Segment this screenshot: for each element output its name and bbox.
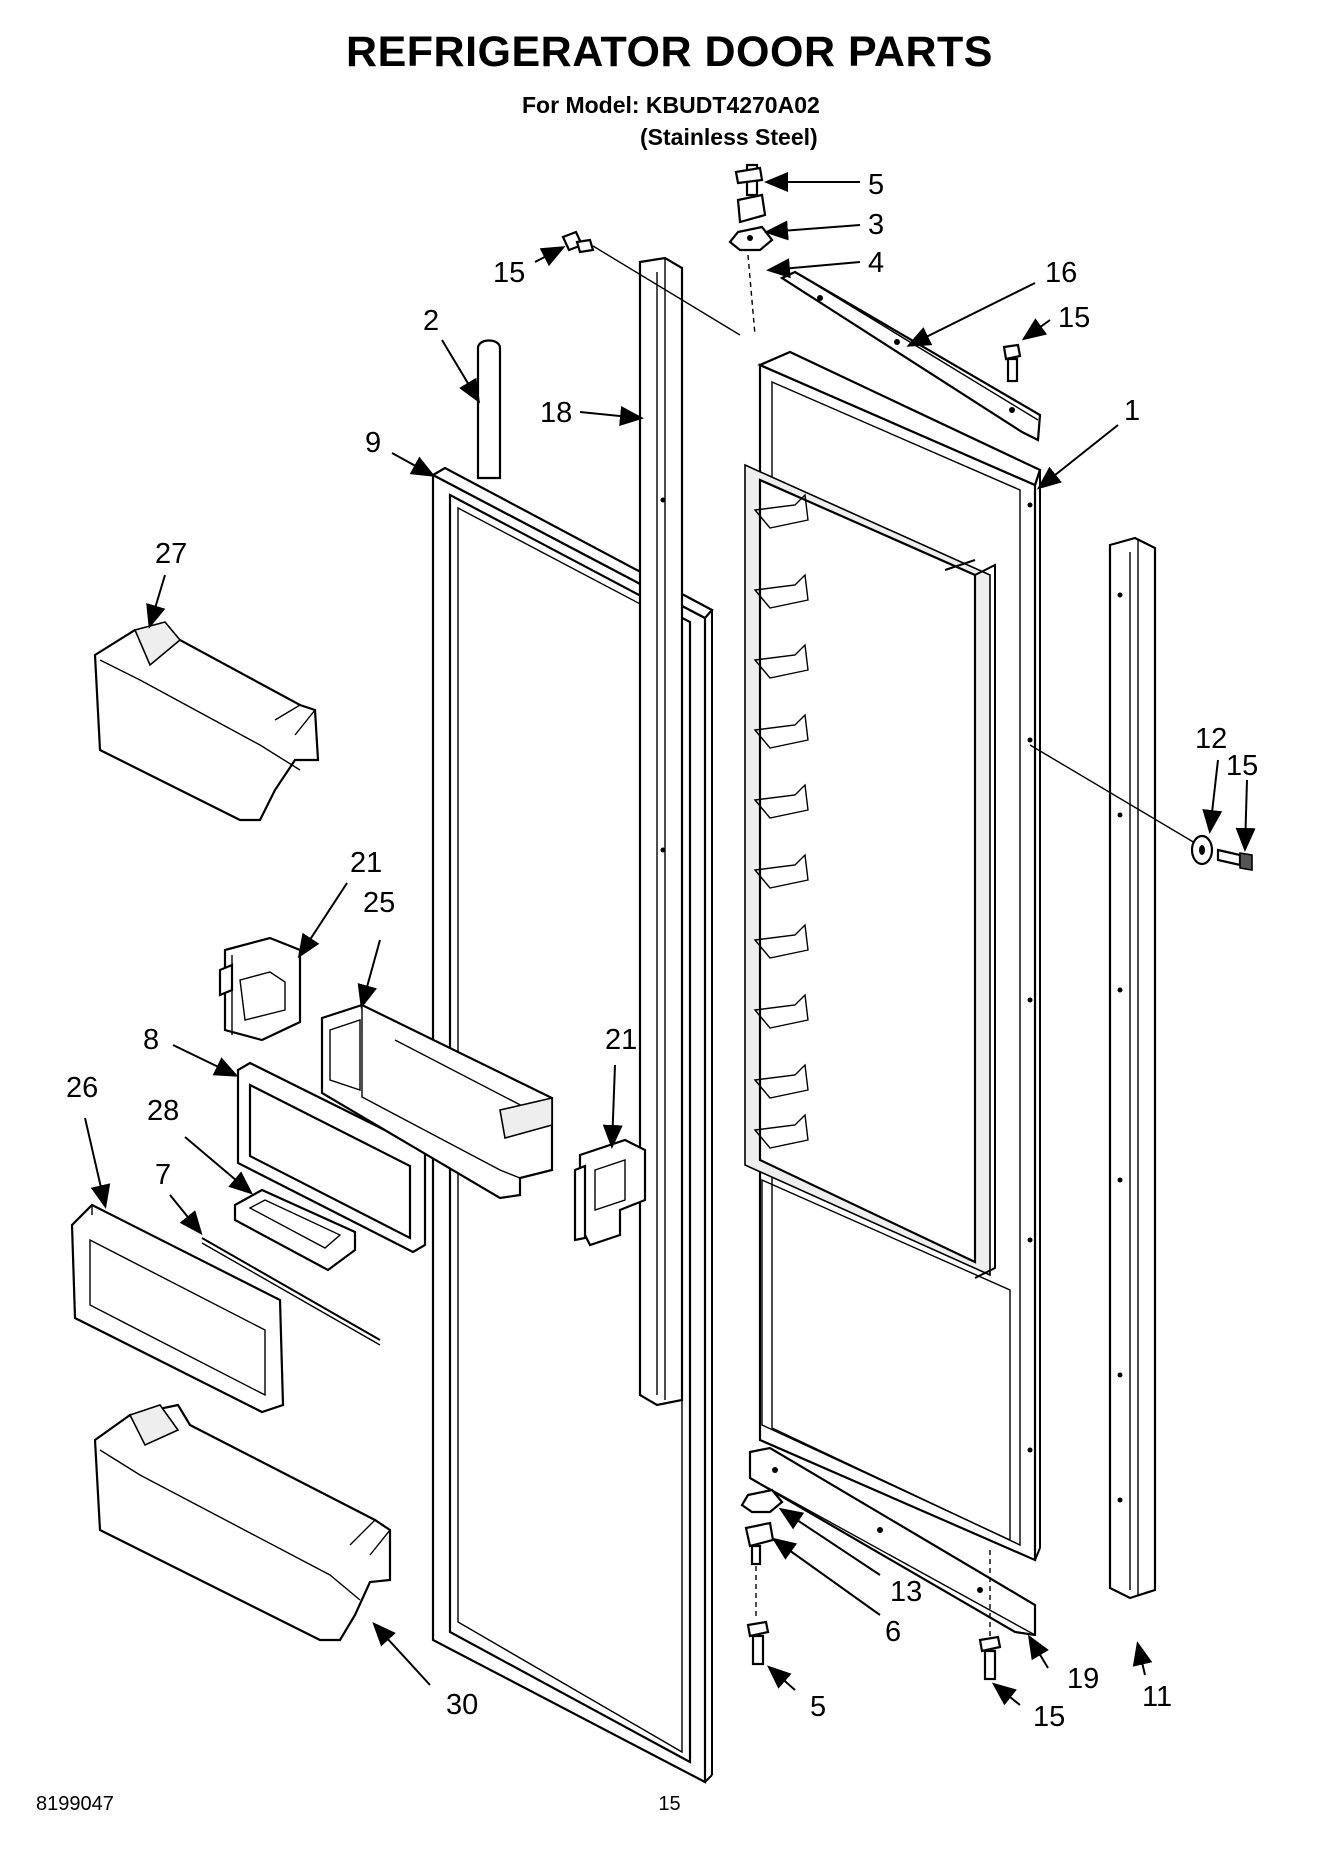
leader-lines [84, 172, 1256, 1706]
callout-1: 1 [1124, 395, 1140, 427]
document-number: 8199047 [36, 1793, 114, 1815]
rod-part [476, 339, 502, 480]
door-bin-27 [93, 621, 320, 822]
callout-5-bottom: 5 [810, 1691, 826, 1723]
bracket-21-mid [573, 1138, 647, 1247]
callout-6: 6 [885, 1616, 901, 1648]
callout-19: 19 [1067, 1663, 1099, 1695]
callout-labels: 5 3 4 15 16 15 2 18 1 9 27 12 15 21 25 8… [66, 169, 1258, 1733]
top-hinge-part [728, 163, 774, 336]
door-bin-30 [93, 1403, 392, 1642]
callout-16: 16 [1045, 257, 1077, 289]
door-gasket-part [430, 466, 714, 1784]
door-liner-part [744, 350, 1042, 1562]
callout-25: 25 [363, 887, 395, 919]
washer-part [1029, 744, 1253, 871]
screw-part [561, 230, 1022, 383]
callout-18: 18 [540, 397, 572, 429]
frame-part [236, 1061, 427, 1254]
callout-15-bottom: 15 [1033, 1701, 1065, 1733]
callout-27: 27 [155, 538, 187, 570]
callout-28: 28 [147, 1095, 179, 1127]
dispenser-trim-part [70, 1203, 285, 1414]
callout-5-top: 5 [868, 169, 884, 201]
finish-line: (Stainless Steel) [640, 124, 818, 150]
page-title: REFRIGERATOR DOOR PARTS [346, 28, 993, 76]
side-trim-part [1108, 536, 1157, 1600]
callout-13: 13 [890, 1576, 922, 1608]
bottom-hinge-part [740, 1488, 1002, 1681]
dispenser-housing-part [320, 1003, 554, 1200]
callout-15-topleft: 15 [493, 257, 525, 289]
callout-15-right: 15 [1226, 750, 1258, 782]
callout-21-left: 21 [350, 847, 382, 879]
drip-tray-part [233, 1188, 357, 1272]
callout-3: 3 [868, 209, 884, 241]
callout-21-mid: 21 [605, 1024, 637, 1056]
callout-30: 30 [446, 1689, 478, 1721]
callout-7: 7 [155, 1159, 171, 1191]
bracket-21-left [218, 936, 302, 1042]
callout-9: 9 [365, 427, 381, 459]
page-number: 15 [658, 1793, 681, 1815]
callout-12: 12 [1195, 723, 1227, 755]
light-rod-part [201, 1237, 381, 1346]
callout-15-topright: 15 [1058, 302, 1090, 334]
callout-4: 4 [868, 247, 884, 279]
callout-11: 11 [1142, 1681, 1172, 1713]
trim-strip-part [638, 256, 684, 1407]
model-line: For Model: KBUDT4270A02 [522, 92, 820, 118]
callout-26: 26 [66, 1072, 98, 1104]
callout-8: 8 [143, 1024, 159, 1056]
callout-2: 2 [423, 305, 439, 337]
